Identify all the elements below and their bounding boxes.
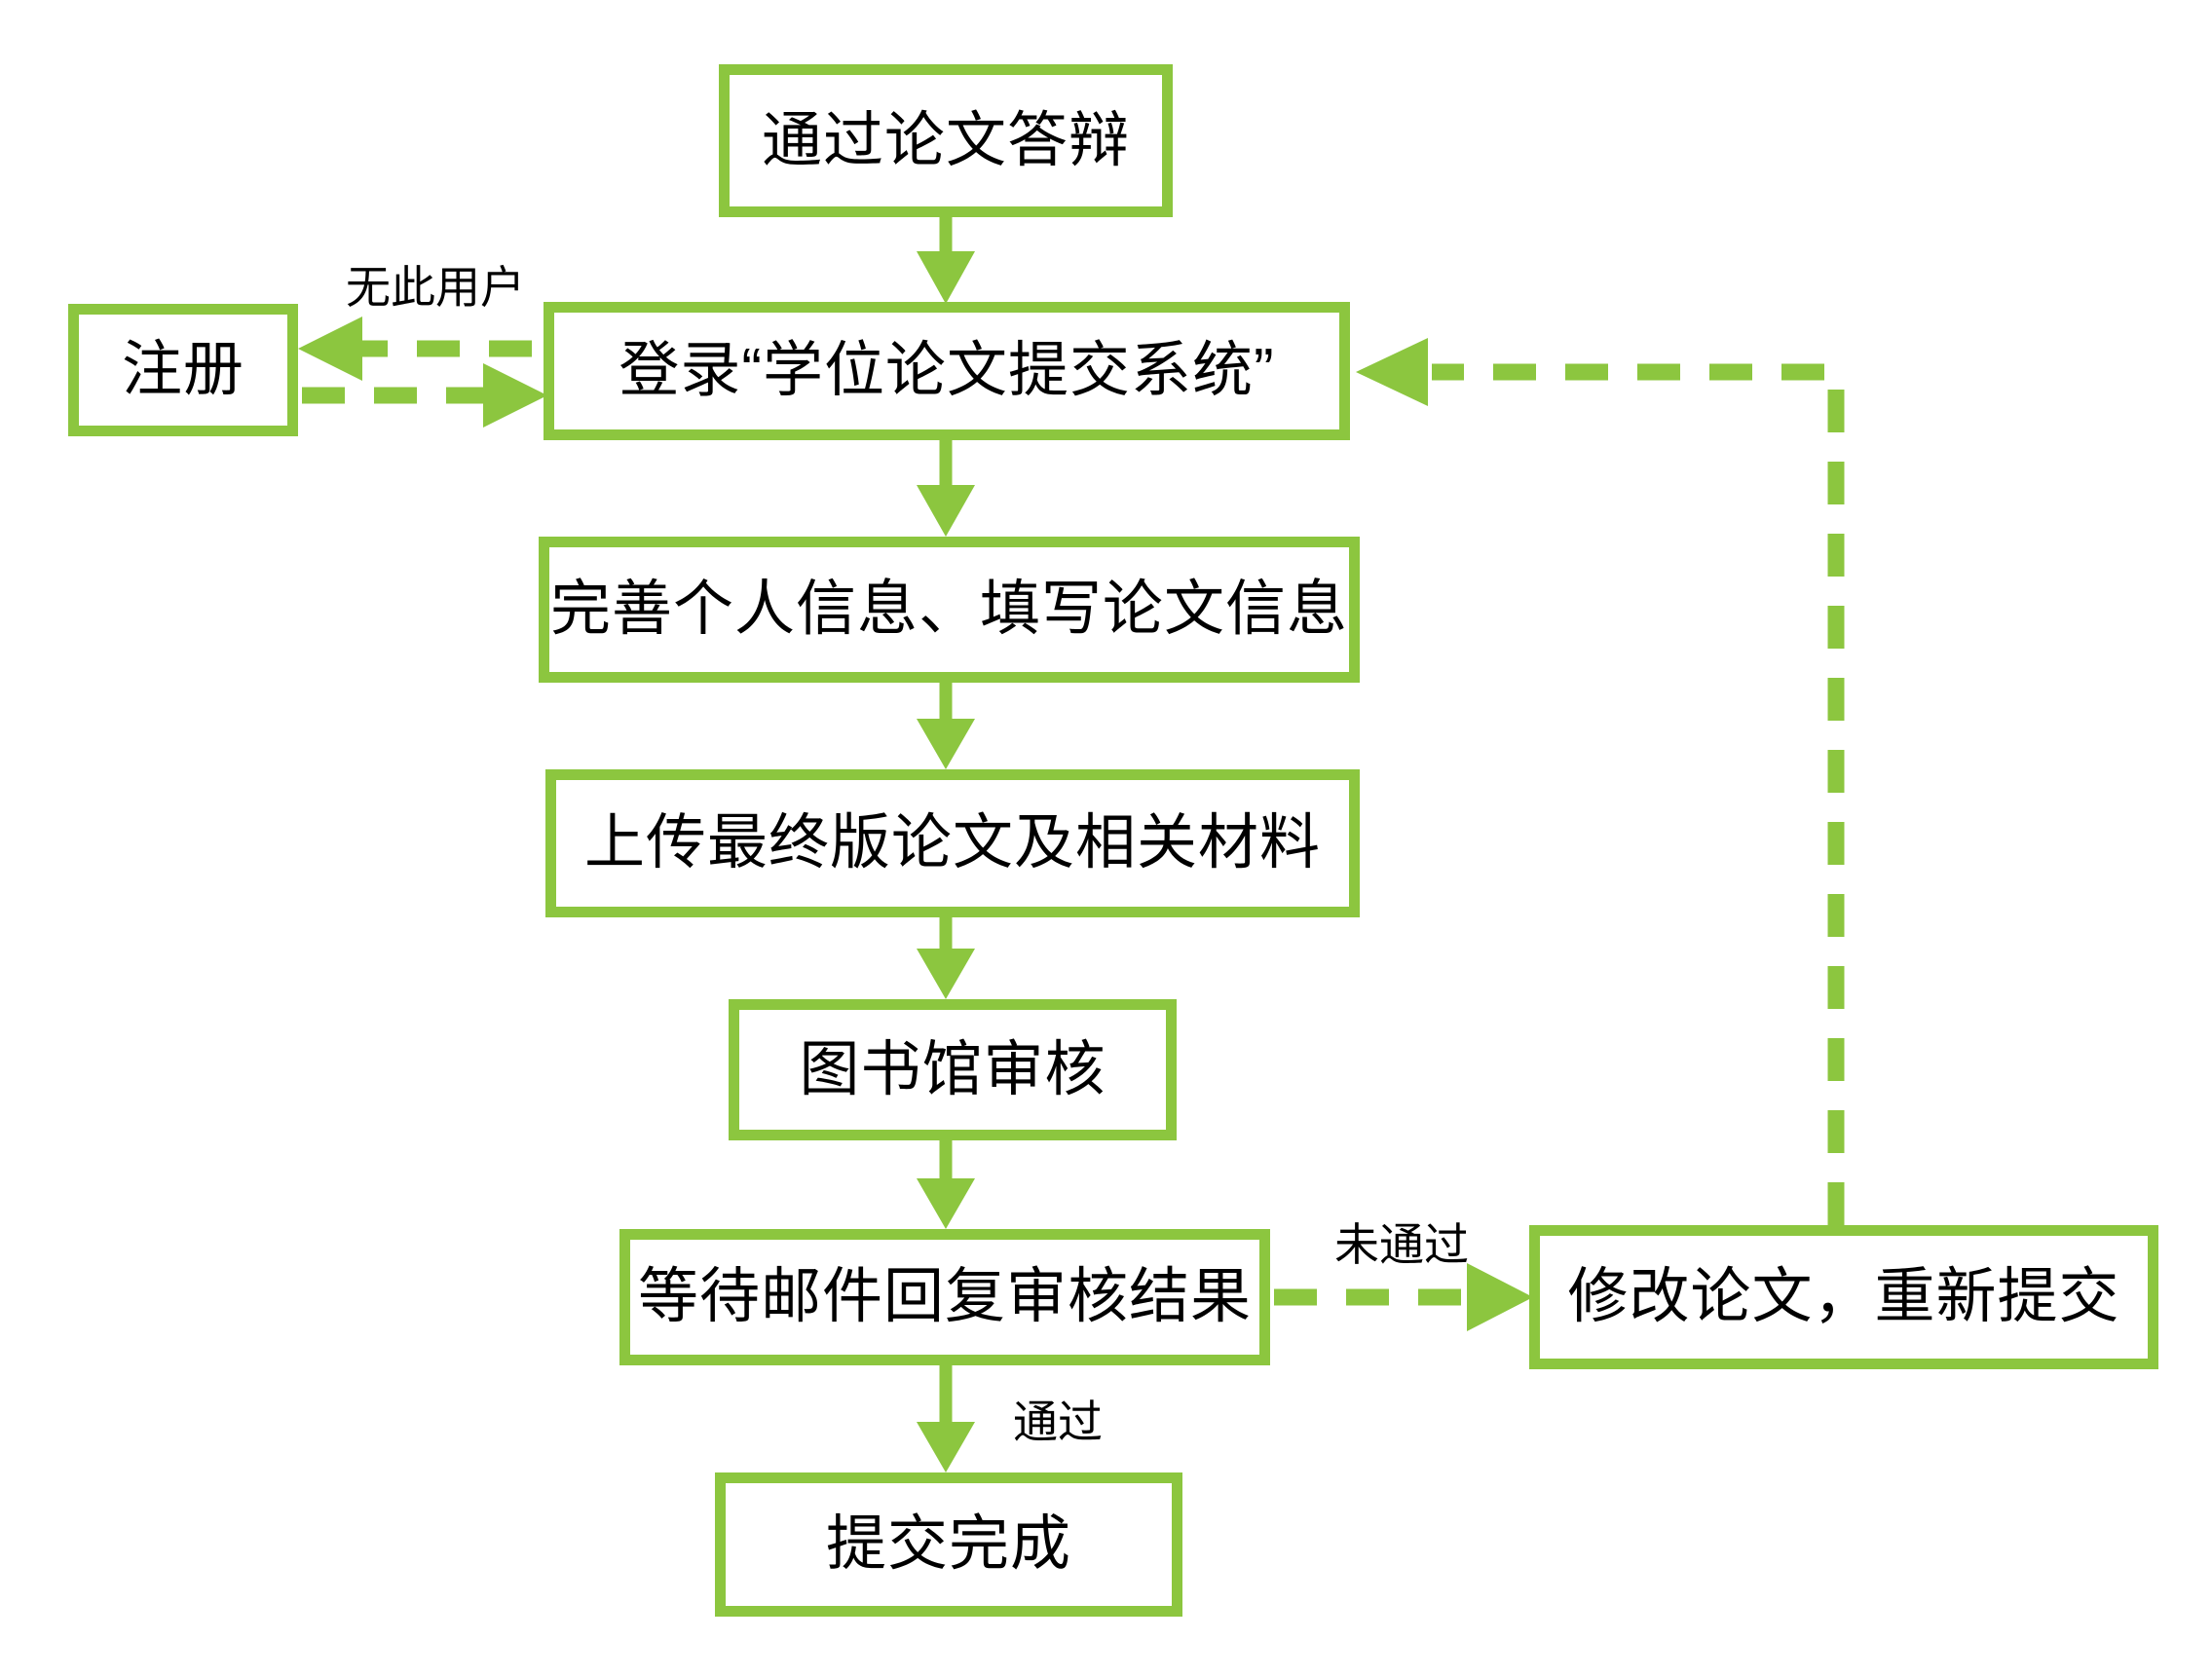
edge-login-to-register — [298, 317, 532, 381]
node-register-label: 注册 — [121, 336, 244, 403]
node-login-label: 登录“学位论文提交系统” — [619, 337, 1275, 404]
edge-waiting-to-done — [917, 1365, 975, 1472]
edge-label-rejected: 未通过 — [1334, 1219, 1469, 1270]
node-fill-info-label: 完善个人信息、填写论文信息 — [549, 576, 1348, 643]
edge-label-no-user: 无此用户 — [346, 262, 525, 313]
node-register[interactable]: 注册 — [68, 304, 298, 436]
node-library-review[interactable]: 图书馆审核 — [729, 999, 1177, 1140]
node-defense-label: 通过论文答辩 — [761, 106, 1130, 174]
node-revise-resubmit[interactable]: 修改论文，重新提交 — [1529, 1225, 2158, 1369]
edge-label-approved: 通过 — [1013, 1397, 1103, 1447]
node-defense[interactable]: 通过论文答辩 — [719, 64, 1173, 217]
node-await-email[interactable]: 等待邮件回复审核结果 — [619, 1229, 1270, 1365]
edge-info-to-upload — [917, 683, 975, 769]
edge-revise-to-login — [1356, 338, 1845, 1225]
node-login[interactable]: 登录“学位论文提交系统” — [544, 302, 1350, 440]
node-upload-thesis-label: 上传最终版论文及相关材料 — [583, 809, 1321, 876]
node-submit-complete-label: 提交完成 — [825, 1510, 1071, 1578]
edge-login-to-info — [917, 440, 975, 537]
node-submit-complete[interactable]: 提交完成 — [715, 1472, 1182, 1617]
node-library-review-label: 图书馆审核 — [799, 1035, 1106, 1103]
edge-defense-to-login — [917, 217, 975, 304]
edge-upload-to-review — [917, 917, 975, 999]
node-revise-resubmit-label: 修改论文，重新提交 — [1567, 1263, 2120, 1330]
node-await-email-label: 等待邮件回复审核结果 — [637, 1263, 1252, 1330]
edge-waiting-to-revise — [1274, 1263, 1533, 1331]
node-upload-thesis[interactable]: 上传最终版论文及相关材料 — [545, 769, 1360, 917]
edge-review-to-waiting — [917, 1140, 975, 1229]
edge-register-to-login — [302, 363, 547, 428]
node-fill-info[interactable]: 完善个人信息、填写论文信息 — [539, 537, 1360, 683]
